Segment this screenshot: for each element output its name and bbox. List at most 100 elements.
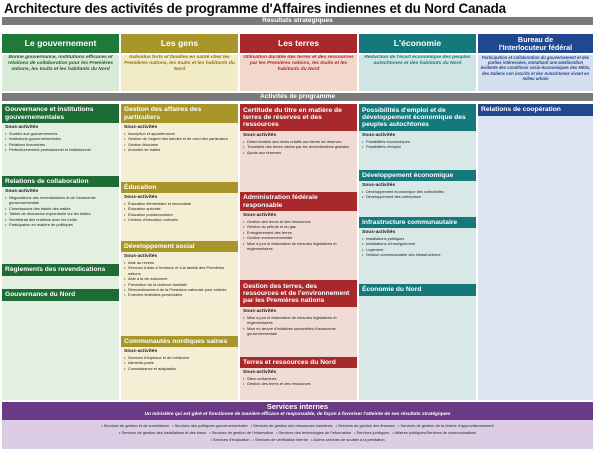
activity-title: Règlements des revendications xyxy=(2,264,119,276)
activity-title: Possibilités d'emploi et de développemen… xyxy=(359,104,476,131)
program-activities-bar: Activités de programme xyxy=(2,93,593,101)
heading-interlocuteur-line-1: Bureau de xyxy=(517,34,554,44)
activity-title: Gouvernance et institutions gouvernement… xyxy=(2,104,119,123)
list-item: Installations publiques xyxy=(362,236,473,242)
activity-education: Éducation Sous-activités Éducation éléme… xyxy=(121,182,238,223)
list-item: Prévention de la violence familiale xyxy=(124,282,235,288)
service-item: Services juridiques xyxy=(354,430,389,435)
panel-gens: Gestion des affaires des particuliers So… xyxy=(121,104,238,400)
list-item: Soutien aux gouvernements xyxy=(5,131,116,137)
sub-activities: Sous-activités Services d'hôpitaux et de… xyxy=(121,347,238,372)
activity-possibilites-emploi: Possibilités d'emploi et de développemen… xyxy=(359,104,476,150)
sub-activities: Sous-activités Inscription et appartenan… xyxy=(121,123,238,153)
list-item: Mise à jour et élaboration de mesures lé… xyxy=(243,315,354,326)
list-item: Logement xyxy=(362,247,473,253)
internal-services-title: Services internes xyxy=(266,402,329,411)
activity-title: Économie du Nord xyxy=(359,284,476,296)
sub-activities: Sous-activités Soutien aux gouvernements… xyxy=(2,123,119,153)
activity-title: Développement économique xyxy=(359,170,476,181)
list-item: Commissions des traités des traités xyxy=(5,206,116,212)
heading-economie: L'économie xyxy=(359,34,476,53)
sub-activities-label: Sous-activités xyxy=(362,183,396,188)
list-item: Détermination des droits relatifs aux te… xyxy=(243,139,354,145)
sub-activities: Sous-activités Éducation élémentaire et … xyxy=(121,193,238,223)
heading-interlocuteur: Bureau de l'Interlocuteur fédéral xyxy=(478,34,593,53)
list-item: Gestion fiduciaire xyxy=(124,142,235,148)
activity-title: Relations de coopération xyxy=(478,104,593,116)
activity-title: Certitude du titre en matière de terres … xyxy=(240,104,357,131)
sub-activities: Sous-activités Gestion des terres et des… xyxy=(240,211,357,251)
heading-gens: Les gens xyxy=(121,34,238,53)
internal-services-subtitle: Un ministère qui est géré et fonctionne … xyxy=(144,412,451,417)
service-item: Services de gestion des ressources humai… xyxy=(251,423,333,428)
list-item: Gestion du pétrole et du gaz xyxy=(243,224,354,230)
list-item: Secrétariat des relations avec les Inuit… xyxy=(5,217,116,223)
activity-title: Communautés nordiques saines xyxy=(121,336,238,347)
sub-activities-label: Sous-activités xyxy=(124,195,158,200)
service-item: Services d'évaluation xyxy=(210,437,249,442)
list-item: Réinvestissement de la Prestation nation… xyxy=(124,287,235,293)
sub-activities-label: Sous-activités xyxy=(362,133,396,138)
list-item: Gestion environnementale xyxy=(243,235,354,241)
result-gens: Individus forts et familles en santé che… xyxy=(121,55,238,91)
activity-title: Infrastructure communautaire xyxy=(359,217,476,228)
list-item: Éducation spéciale xyxy=(124,206,235,212)
list-item: Centres d'éducation culturels xyxy=(124,217,235,223)
list-item: Mise en œuvre d'initiatives sectorielles… xyxy=(243,326,354,337)
list-item: Relations financières xyxy=(5,142,116,148)
list-item: Mise à jour et élaboration de mesures lé… xyxy=(243,241,354,252)
result-gouvernement: Bonne gouvernance, institutions efficace… xyxy=(2,55,119,91)
activity-terres-ressources-nord: Terres et ressources du Nord Sous-activi… xyxy=(240,357,357,387)
service-item: Services de gestion des finances xyxy=(336,423,395,428)
service-item: Services des technologies de l'informati… xyxy=(276,430,351,435)
strategic-results-bar: Résultats stratégiques xyxy=(2,17,593,25)
activity-affaires-particuliers: Gestion des affaires des particuliers So… xyxy=(121,104,238,153)
activity-developpement-social: Développement social Sous-activités Aide… xyxy=(121,241,238,298)
panel-gouvernement: Gouvernance et institutions gouvernement… xyxy=(2,104,119,400)
list-item: Négociations des revendications et de l'… xyxy=(5,195,116,206)
list-item: Possibilités d'emploi xyxy=(362,144,473,150)
sub-activities: Sous-activités Aide au revenu Services d… xyxy=(121,252,238,298)
list-item: Aide à la vie autonome xyxy=(124,276,235,282)
list-item: Perfectionnement professionnel et instit… xyxy=(5,147,116,153)
panel-economie: Possibilités d'emploi et de développemen… xyxy=(359,104,476,400)
activity-title: Éducation xyxy=(121,182,238,193)
sub-activities-label: Sous-activités xyxy=(124,349,158,354)
result-interlocuteur: Participation et collaboration du gouver… xyxy=(478,55,593,91)
service-item: Services de gestion de la chaîne d'appro… xyxy=(398,423,494,428)
list-item: Ajouts aux réserves xyxy=(243,150,354,156)
internal-services-header: Services internes Un ministère qui est g… xyxy=(2,402,593,420)
list-item: Connaissance et adaptation xyxy=(124,366,235,372)
list-item: Gestion des terres et des ressources xyxy=(243,381,354,387)
sub-activities-label: Sous-activités xyxy=(243,213,277,218)
activity-certitude-titre: Certitude du titre en matière de terres … xyxy=(240,104,357,156)
list-item: Services d'hôpitaux et de médecine xyxy=(124,355,235,361)
activity-title: Développement social xyxy=(121,241,238,252)
activity-relations-cooperation: Relations de coopération xyxy=(478,104,593,116)
activity-reglements-revendications: Règlements des revendications xyxy=(2,264,119,276)
service-item: Autres services de soutien à la prestati… xyxy=(311,437,384,442)
sub-activities-label: Sous-activités xyxy=(5,189,39,194)
sub-activities-label: Sous-activités xyxy=(243,133,277,138)
activity-gestion-premieres-nations: Gestion des terres, des ressources et de… xyxy=(240,280,357,337)
service-item: Affaires publiques/Services de communica… xyxy=(392,430,476,435)
sub-activities-label: Sous-activités xyxy=(243,309,277,314)
heading-gouvernement: Le gouvernement xyxy=(2,34,119,53)
list-item: Possibilités économiques xyxy=(362,139,473,145)
activity-gouvernance-nord: Gouvernance du Nord xyxy=(2,289,119,301)
list-item: Inscription et appartenance xyxy=(124,131,235,137)
sub-activities: Sous-activités Mise à jour et élaboratio… xyxy=(240,307,357,337)
sub-activities: Sous-activités Sites contaminés Gestion … xyxy=(240,368,357,387)
activity-title: Relations de collaboration xyxy=(2,176,119,187)
page-title: Architecture des activités de programme … xyxy=(4,1,506,16)
heading-terres: Les terres xyxy=(240,34,357,53)
result-economie: Réduction de l'écart économique des peup… xyxy=(359,55,476,91)
activity-economie-nord: Économie du Nord xyxy=(359,284,476,296)
list-item: Participation en matière de politiques xyxy=(5,222,116,228)
activity-gouvernance-institutions: Gouvernance et institutions gouvernement… xyxy=(2,104,119,153)
list-item: Développement économique des collectivit… xyxy=(362,189,473,195)
panel-interlocuteur: Relations de coopération xyxy=(478,104,593,400)
activity-title: Gestion des affaires des particuliers xyxy=(121,104,238,123)
service-item: Services de gestion des installations et… xyxy=(119,430,206,435)
sub-activities-label: Sous-activités xyxy=(124,254,158,259)
